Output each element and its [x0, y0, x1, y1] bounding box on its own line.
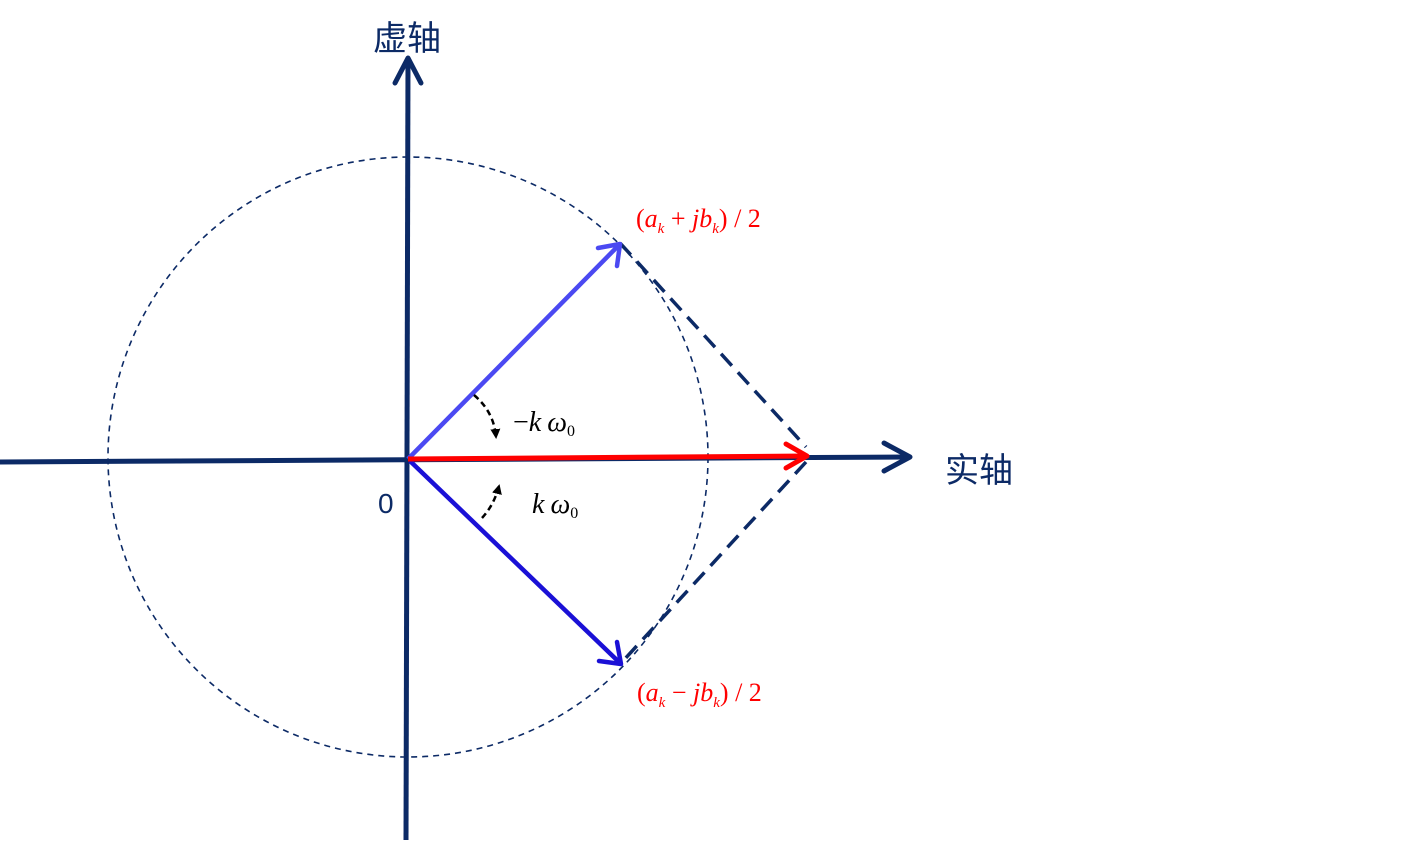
resultant-arrowhead: [783, 441, 810, 471]
imaginary-axis: [392, 55, 424, 841]
upper-phasor: [406, 241, 623, 461]
real-axis-arrowhead: [881, 440, 913, 474]
lower-phasor-annotation: (ak − jbk) / 2: [637, 678, 762, 711]
parallelogram-upper-edge: [618, 241, 808, 449]
imaginary-axis-arrowhead: [392, 55, 424, 86]
lower-phasor: [408, 459, 624, 667]
lower-phasor-arrowhead: [596, 639, 624, 667]
upper-phasor-arrowhead: [595, 241, 623, 269]
imaginary-axis-label: 虚轴: [373, 19, 441, 59]
neg-angle-arrow: [473, 394, 501, 439]
parallelogram-lower-edge: [620, 460, 808, 664]
origin-label: 0: [378, 488, 394, 519]
real-axis-label: 实轴: [945, 451, 1013, 491]
upper-phasor-annotation: (ak + jbk) / 2: [636, 204, 761, 237]
pos-angle-arrow: [481, 484, 502, 519]
resultant-phasor: [407, 441, 810, 471]
